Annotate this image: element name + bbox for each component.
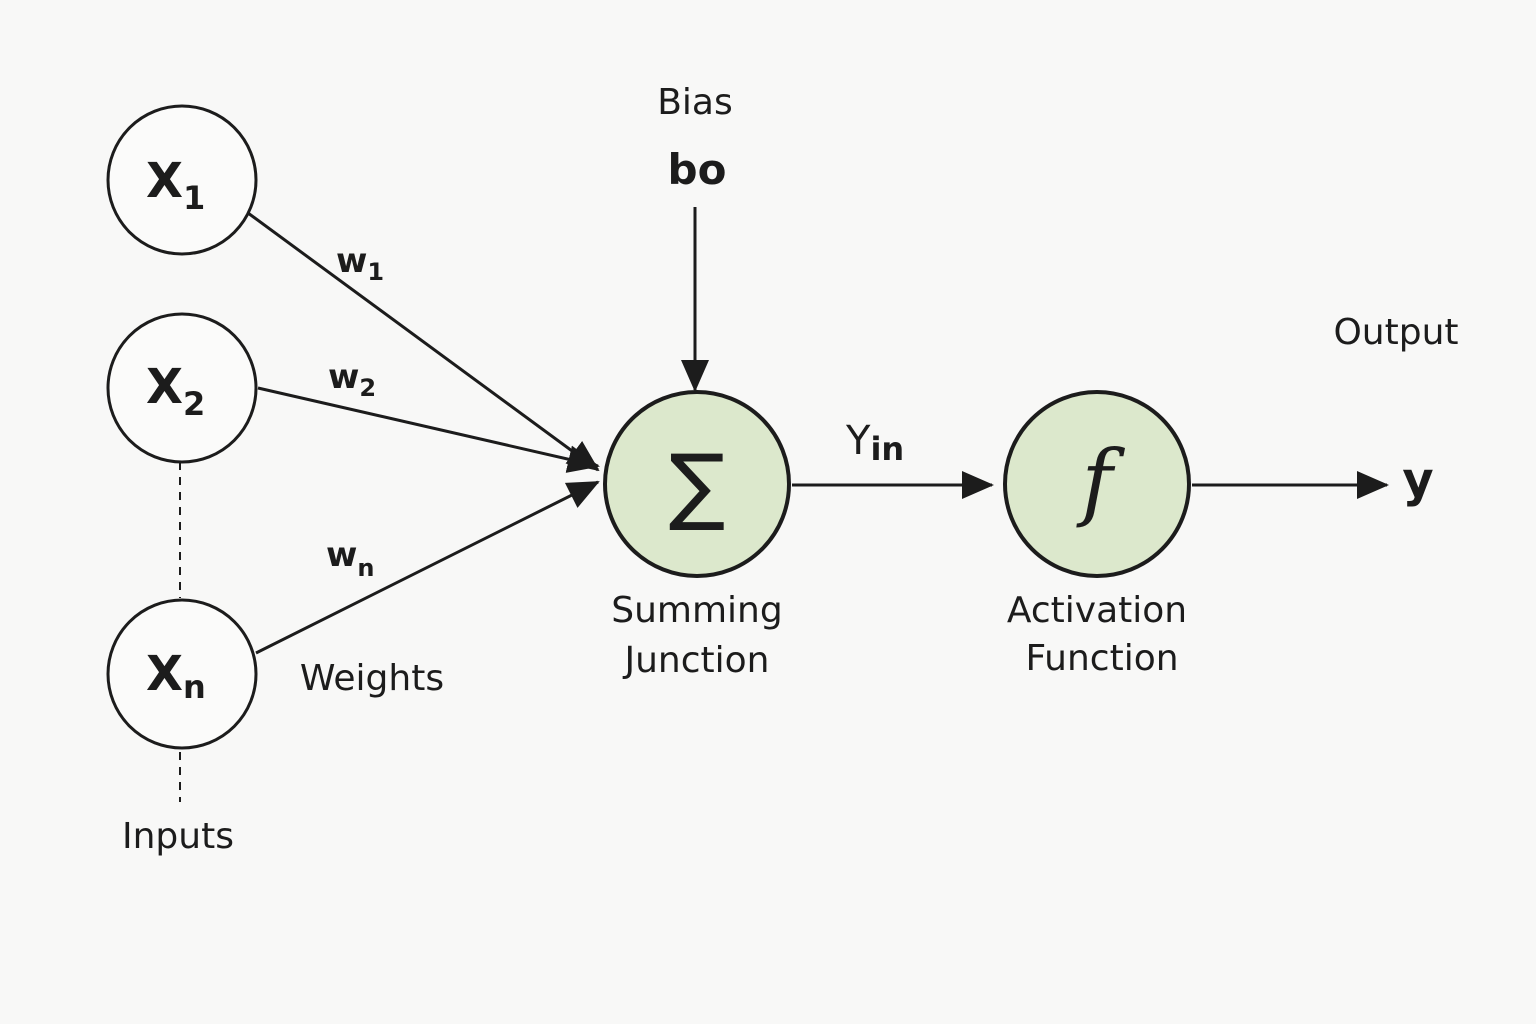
- weight-arrow-n: [255, 480, 600, 655]
- output-symbol: y: [1402, 452, 1433, 508]
- activation-function-node: [1003, 390, 1191, 578]
- summing-caption-line1: Summing: [611, 590, 782, 631]
- yin-label: Yin: [845, 418, 904, 468]
- input-node-1: [106, 104, 258, 256]
- weight-label-1: w1: [336, 241, 384, 286]
- summing-caption-line2: Junction: [622, 640, 769, 681]
- output-caption: Output: [1333, 312, 1458, 353]
- bias-symbol: bo: [668, 145, 727, 194]
- input-label-n: Xn: [146, 646, 206, 706]
- weights-caption: Weights: [300, 658, 444, 699]
- sigma-symbol: ∑: [669, 436, 726, 534]
- bias-caption: Bias: [657, 82, 733, 123]
- weight-arrow-1: [247, 211, 600, 472]
- summing-junction-node: [603, 390, 791, 578]
- weight-label-2: w2: [328, 357, 376, 402]
- input-node-n: [106, 598, 258, 750]
- inputs-caption: Inputs: [122, 816, 234, 857]
- input-node-2: [106, 312, 258, 464]
- weight-arrow-2: [257, 386, 600, 473]
- activation-caption-line1: Activation: [1007, 590, 1187, 631]
- input-label-2: X2: [146, 359, 205, 423]
- weight-label-n: wn: [326, 535, 375, 582]
- activation-caption-line2: Function: [1025, 638, 1178, 679]
- input-label-1: X1: [146, 153, 205, 217]
